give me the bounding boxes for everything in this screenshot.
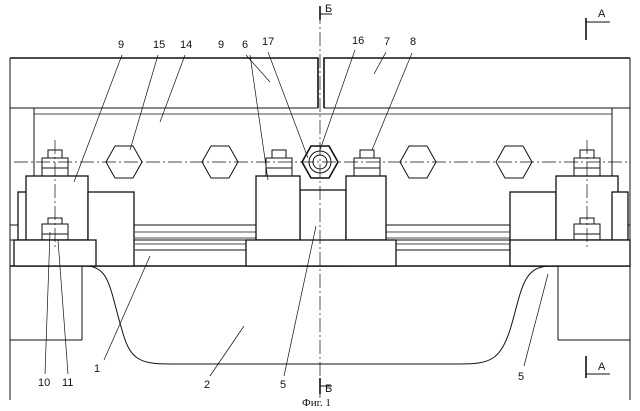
- label-8: 8: [410, 36, 416, 48]
- left-support: [14, 176, 134, 266]
- stud-nut-8: [354, 150, 380, 176]
- label-2: 2: [204, 379, 210, 391]
- right-support: [510, 176, 630, 266]
- label-17: 17: [262, 36, 274, 48]
- label-1: 1: [94, 363, 100, 375]
- label-6: 6: [242, 39, 248, 51]
- stud-nut-center-left: [266, 150, 292, 176]
- upper-rail-7: [324, 58, 630, 108]
- label-7: 7: [384, 36, 390, 48]
- plate-14: [34, 108, 612, 182]
- figure-caption: Фиг. 1: [302, 397, 331, 409]
- lower-right-post: [558, 266, 630, 340]
- label-11: 11: [62, 377, 73, 389]
- upper-rail-6: [10, 58, 318, 108]
- label-10: 10: [38, 377, 50, 389]
- label-9-center: 9: [218, 39, 224, 51]
- label-15: 15: [153, 39, 165, 51]
- label-14: 14: [180, 39, 192, 51]
- section-a-top-label: А: [598, 8, 606, 20]
- label-5-center: 5: [280, 379, 286, 391]
- lower-left-post: [10, 266, 82, 340]
- section-a-bottom-label: А: [598, 361, 606, 373]
- trough-2: [88, 266, 548, 364]
- section-b-bottom-label: Б: [325, 383, 332, 395]
- section-b-top-label: Б: [325, 3, 332, 15]
- label-9-left: 9: [118, 39, 124, 51]
- center-support-5: [246, 176, 396, 266]
- label-5-right: 5: [518, 371, 524, 383]
- label-16: 16: [352, 35, 364, 47]
